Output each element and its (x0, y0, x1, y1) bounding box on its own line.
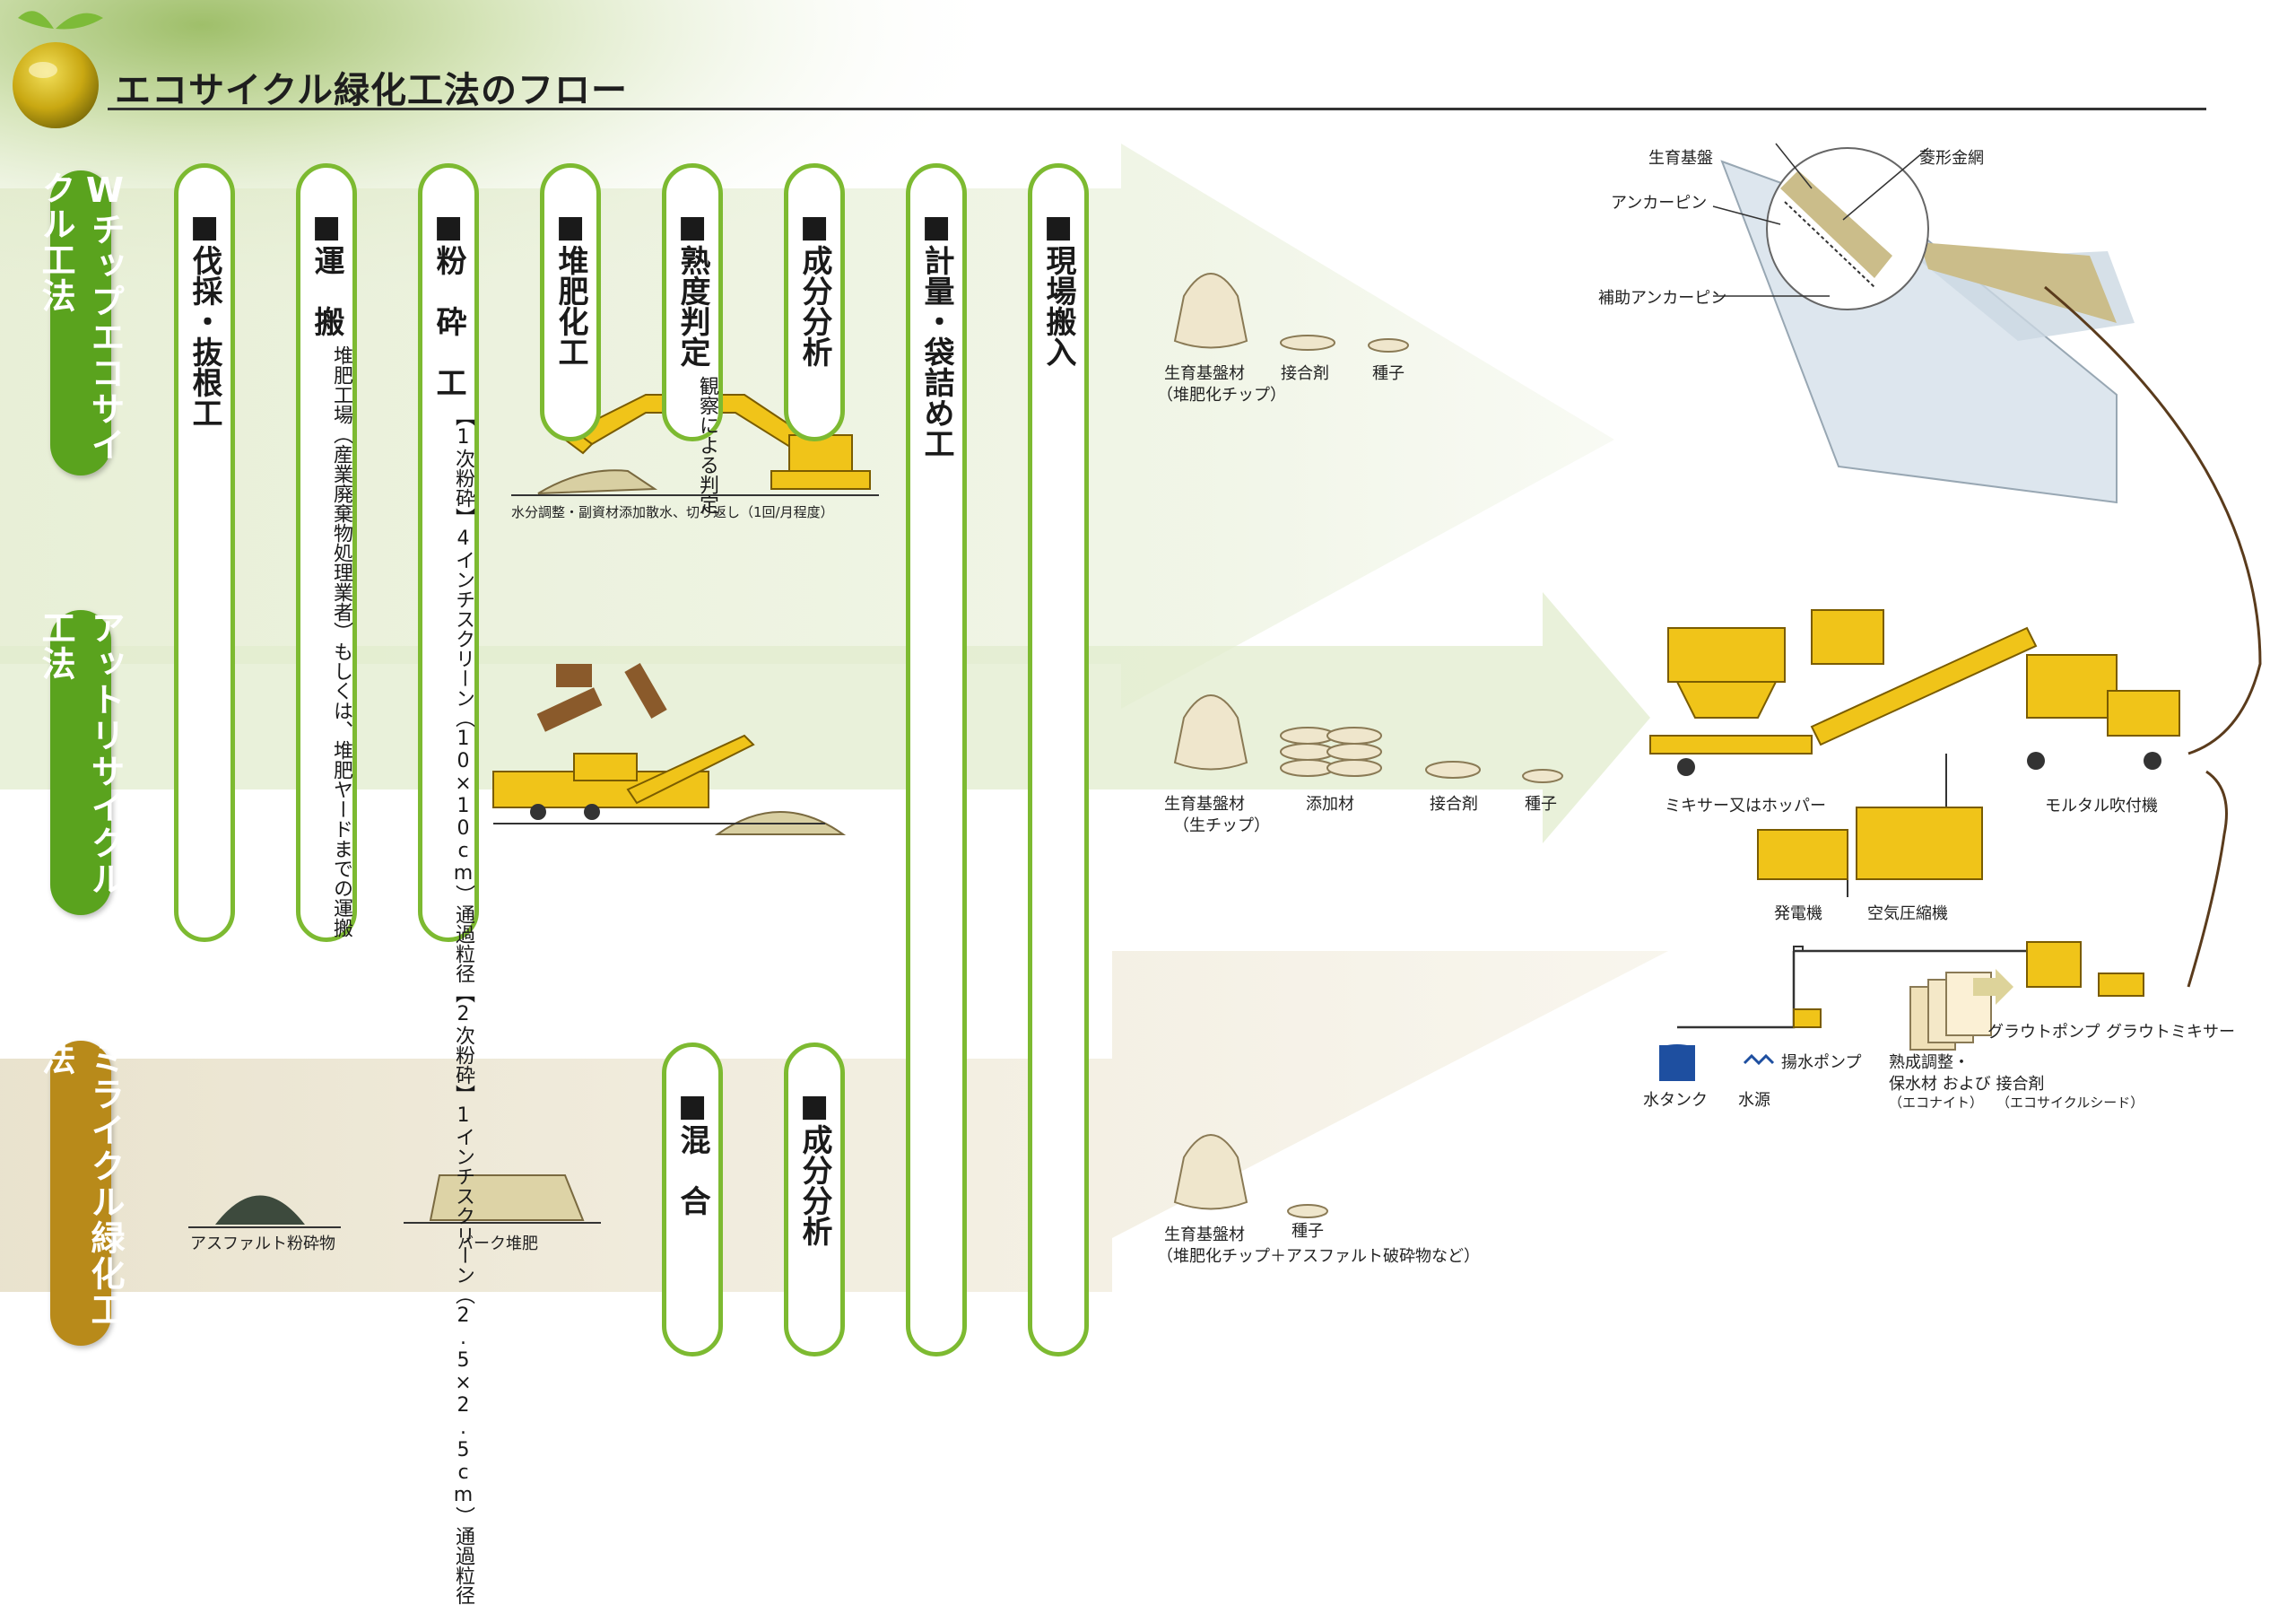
stage-analysis-2: ■成分分析 (784, 1042, 845, 1356)
stage-mixing-label: ■混 合 (674, 1088, 710, 1216)
method-label-w-chip: Wチップエコサイクル工法 (36, 170, 125, 475)
stage-crushing-label: ■粉 砕 工 (430, 209, 466, 397)
stage-felling: ■伐採・抜根工 (174, 163, 235, 942)
stage-transport-label: ■運 搬 (309, 209, 344, 336)
stage-composting-label: ■堆肥化工 (552, 209, 588, 367)
row3-asphalt-label: アスファルト粉砕物 (190, 1234, 335, 1253)
stage-maturity: ■熟度判定 観察による判定 (662, 163, 723, 514)
grout-mixer-label: グラウトミキサー (2106, 1023, 2235, 1042)
row3-base-label: 生育基盤材 (1164, 1226, 1245, 1244)
stage-delivery: ■現場搬入 (1028, 163, 1089, 1356)
stage-delivery-label: ■現場搬入 (1040, 209, 1076, 367)
stage-crushing-note1: 【1次粉砕】4インチスクリーン（10×10cm）通過粒径 (452, 406, 474, 983)
stage-transport-note: 堆肥工場（産業廃棄物処理業者）もしくは、堆肥ヤードまでの運搬 (330, 345, 352, 938)
generator-label: 発電機 (1774, 904, 1822, 923)
slope-base-label: 生育基盤 (1648, 149, 1713, 168)
maturing-label-line2: 保水材 および 接合剤 (1889, 1075, 2045, 1094)
row2-seed-label: 種子 (1525, 795, 1557, 814)
stage-analysis-1-label: ■成分分析 (796, 209, 832, 367)
stage-weighing-label: ■計量・袋詰め工 (918, 209, 954, 458)
row1-seed-label: 種子 (1372, 364, 1405, 383)
compost-note: 水分調整・副資材添加散水、切り返し（1回/月程度） (511, 504, 834, 520)
ecoknight-label: （エコナイト） (1889, 1095, 1984, 1111)
page-title: エコサイクル緑化工法のフロー (115, 70, 628, 111)
tank-label: 水タンク (1643, 1091, 1708, 1110)
compressor-label: 空気圧縮機 (1867, 904, 1948, 923)
pump-label: 揚水ポンプ (1781, 1053, 1862, 1072)
row3-seed-label: 種子 (1292, 1222, 1324, 1241)
row2-binder-label: 接合剤 (1430, 795, 1478, 814)
method-label-at-recycle: アットリサイクル工法 (36, 610, 125, 915)
slope-anchor-label: アンカーピン (1611, 194, 1708, 213)
row1-base-label: 生育基盤材 (1164, 364, 1245, 383)
stage-mixing: ■混 合 (662, 1042, 723, 1356)
stage-analysis-1: ■成分分析 (784, 163, 845, 441)
row2-base-sub: （生チップ） (1173, 816, 1270, 835)
row1-base-sub: （堆肥化チップ） (1157, 386, 1286, 405)
row3-bark-label: バーク堆肥 (457, 1234, 538, 1253)
method-label-miracle: ミライクル緑化工法 (36, 1041, 125, 1346)
stage-analysis-2-label: ■成分分析 (796, 1088, 832, 1246)
stage-maturity-label: ■熟度判定 (674, 209, 710, 367)
row3-base-sub: （堆肥化チップ＋アスファルト破砕物など） (1157, 1247, 1480, 1266)
slope-sub-anchor-label: 補助アンカーピン (1598, 289, 1727, 308)
stage-composting: ■堆肥化工 (540, 163, 601, 441)
water-source-label: 水源 (1738, 1091, 1770, 1110)
title-underline (108, 108, 2206, 110)
stage-maturity-note: 観察による判定 (696, 376, 718, 514)
row2-base-label: 生育基盤材 (1164, 795, 1245, 814)
stage-felling-label: ■伐採・抜根工 (187, 209, 222, 428)
ecoseed-label: （エコサイクルシード） (1996, 1095, 2144, 1111)
stage-crushing: ■粉 砕 工 【1次粉砕】4インチスクリーン（10×10cm）通過粒径 【2次粉… (418, 163, 479, 1605)
grout-pump-label: グラウトポンプ (1987, 1023, 2100, 1042)
sprayer-label: モルタル吹付機 (2045, 797, 2158, 816)
row1-binder-label: 接合剤 (1281, 364, 1329, 383)
row2-additive-label: 添加材 (1306, 795, 1354, 814)
stage-transport: ■運 搬 堆肥工場（産業廃棄物処理業者）もしくは、堆肥ヤードまでの運搬 (296, 163, 357, 942)
stage-crushing-note2: 【2次粉砕】1インチスクリーン（2.5×2.5cm）通過粒径 (452, 983, 474, 1605)
maturing-label-line1: 熟成調整・ (1889, 1053, 1970, 1072)
stage-weighing: ■計量・袋詰め工 (906, 163, 967, 1356)
mixer-label: ミキサー又はホッパー (1665, 797, 1826, 816)
slope-net-label: 菱形金網 (1919, 149, 1984, 168)
